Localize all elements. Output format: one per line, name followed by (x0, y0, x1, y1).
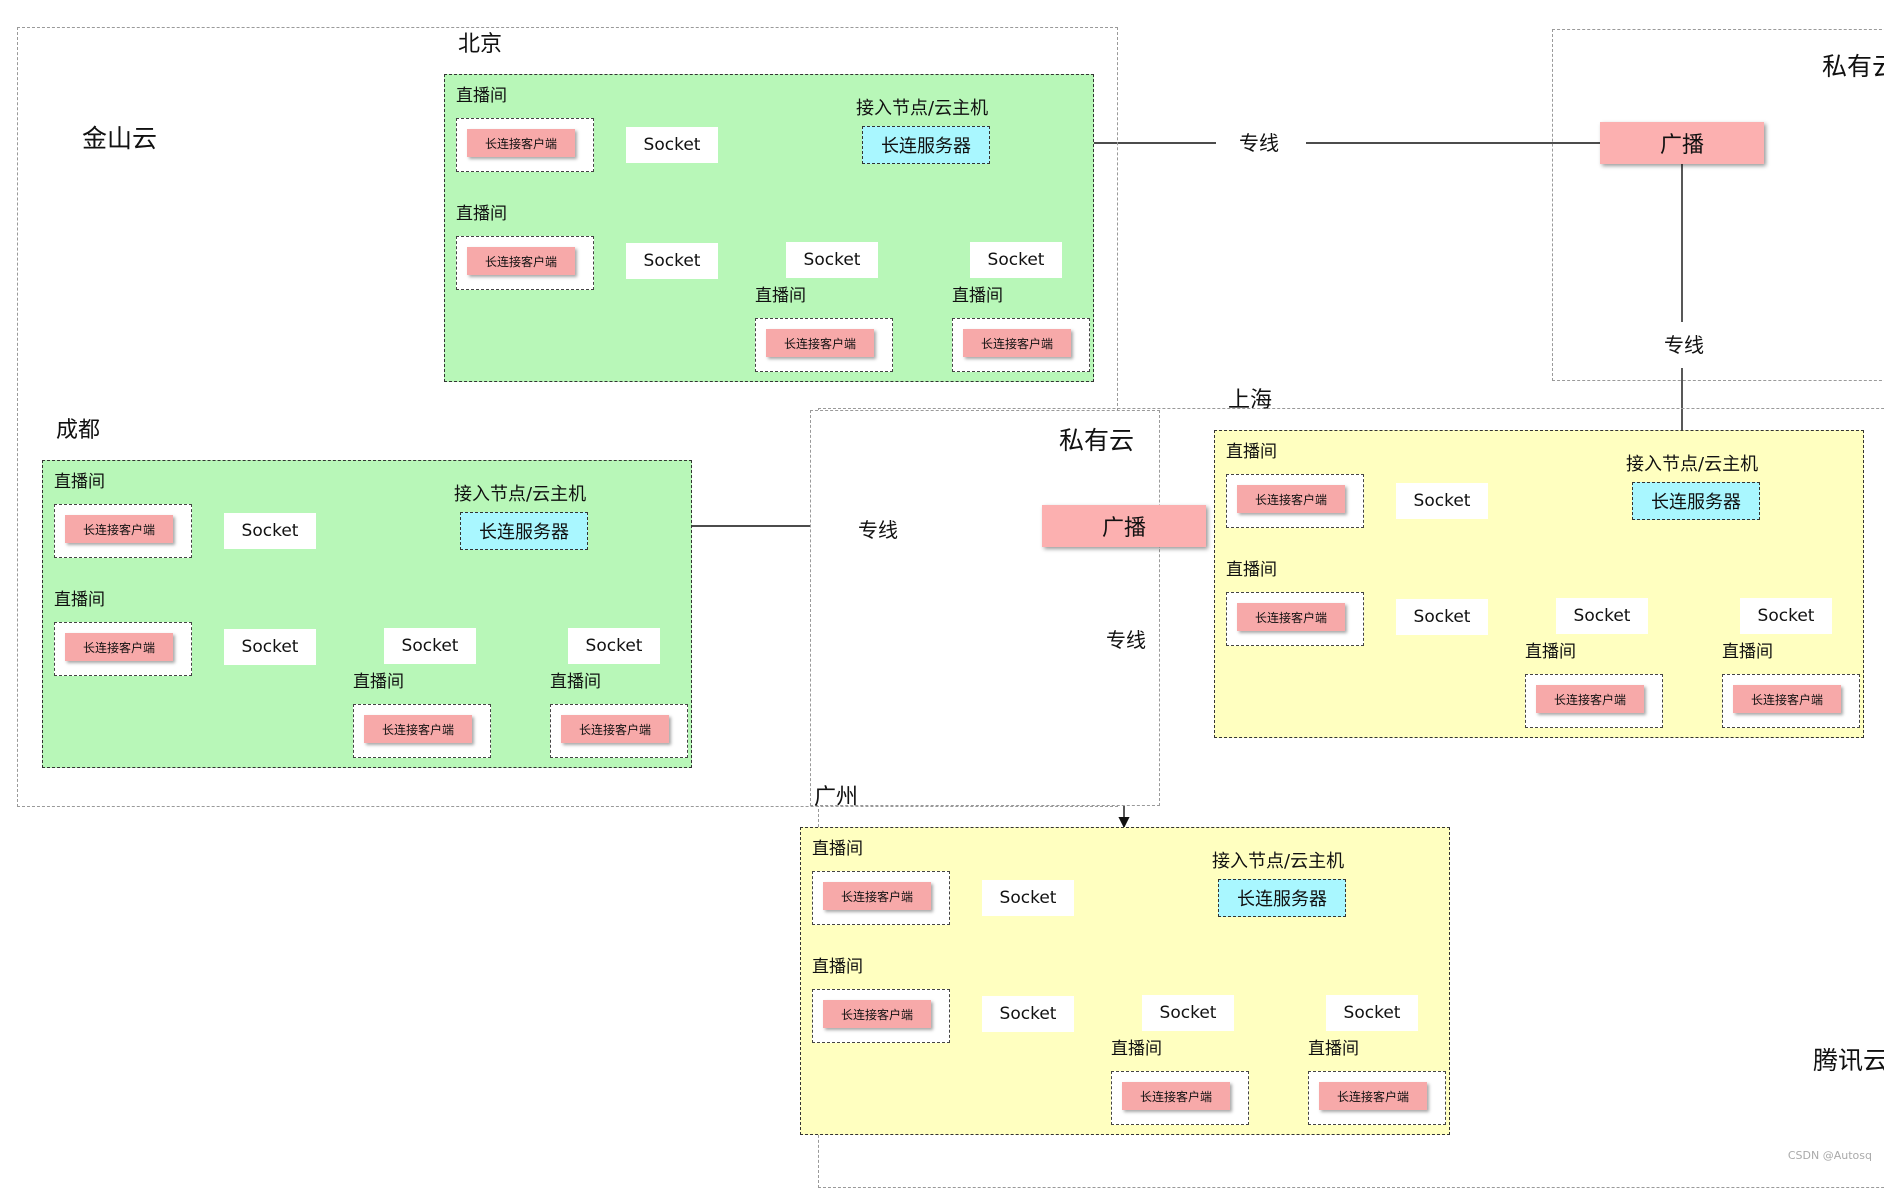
city-title-shanghai: 上海 (1228, 388, 1273, 413)
shanghai-client-4: 长连接客户端 (1733, 685, 1841, 713)
guangzhou-room-label-3: 直播间 (1111, 1039, 1162, 1059)
chengdu-socket-1: Socket (224, 513, 316, 549)
shanghai-long-conn-server: 长连服务器 (1632, 482, 1760, 520)
beijing-room-label-4: 直播间 (952, 286, 1003, 306)
city-title-chengdu: 成都 (56, 418, 101, 443)
zone-title-private-cloud-mid: 私有云 (1059, 426, 1135, 455)
beijing-client-3: 长连接客户端 (766, 329, 874, 357)
beijing-room-label-2: 直播间 (456, 204, 507, 224)
chengdu-room-label-4: 直播间 (550, 672, 601, 692)
shanghai-client-wrap-2: 长连接客户端 (1226, 592, 1364, 646)
beijing-client-wrap-4: 长连接客户端 (952, 318, 1090, 372)
chengdu-room-label-3: 直播间 (353, 672, 404, 692)
shanghai-socket-1: Socket (1396, 483, 1488, 519)
guangzhou-room-label-4: 直播间 (1308, 1039, 1359, 1059)
shanghai-room-label-2: 直播间 (1226, 560, 1277, 580)
beijing-socket-2: Socket (626, 243, 718, 279)
shanghai-client-wrap-3: 长连接客户端 (1525, 674, 1663, 728)
guangzhou-client-wrap-3: 长连接客户端 (1111, 1071, 1249, 1125)
guangzhou-long-conn-server: 长连服务器 (1218, 879, 1346, 917)
guangzhou-socket-3: Socket (1142, 995, 1234, 1031)
guangzhou-client-2: 长连接客户端 (823, 1000, 931, 1028)
chengdu-access-node-title: 接入节点/云主机 (454, 484, 587, 505)
shanghai-client-1: 长连接客户端 (1237, 485, 1345, 513)
guangzhou-socket-2: Socket (982, 996, 1074, 1032)
beijing-client-1: 长连接客户端 (467, 129, 575, 157)
beijing-client-4: 长连接客户端 (963, 329, 1071, 357)
guangzhou-client-wrap-4: 长连接客户端 (1308, 1071, 1446, 1125)
chengdu-client-wrap-3: 长连接客户端 (353, 704, 491, 758)
chengdu-socket-3: Socket (384, 628, 476, 664)
dedicated-line-label-chengdu: 专线 (852, 518, 904, 542)
beijing-client-wrap-3: 长连接客户端 (755, 318, 893, 372)
chengdu-client-wrap-4: 长连接客户端 (550, 704, 688, 758)
city-title-guangzhou: 广州 (814, 785, 859, 810)
zone-title-jinshan-cloud: 金山云 (82, 124, 158, 153)
beijing-access-node-title: 接入节点/云主机 (856, 98, 989, 119)
zone-title-tencent-cloud: 腾讯云 (1813, 1046, 1884, 1075)
chengdu-client-1: 长连接客户端 (65, 515, 173, 543)
beijing-room-label-3: 直播间 (755, 286, 806, 306)
chengdu-client-wrap-1: 长连接客户端 (54, 504, 192, 558)
shanghai-access-node-title: 接入节点/云主机 (1626, 454, 1759, 475)
beijing-client-wrap-2: 长连接客户端 (456, 236, 594, 290)
beijing-room-label-1: 直播间 (456, 86, 507, 106)
guangzhou-socket-1: Socket (982, 880, 1074, 916)
guangzhou-client-4: 长连接客户端 (1319, 1082, 1427, 1110)
beijing-long-conn-server: 长连服务器 (862, 126, 990, 164)
chengdu-client-3: 长连接客户端 (364, 715, 472, 743)
beijing-socket-4: Socket (970, 242, 1062, 278)
shanghai-client-3: 长连接客户端 (1536, 685, 1644, 713)
dedicated-line-label-shanghai: 专线 (1658, 333, 1710, 357)
beijing-socket-1: Socket (626, 127, 718, 163)
shanghai-room-label-3: 直播间 (1525, 642, 1576, 662)
guangzhou-room-label-1: 直播间 (812, 839, 863, 859)
guangzhou-access-node-title: 接入节点/云主机 (1212, 851, 1345, 872)
guangzhou-client-wrap-1: 长连接客户端 (812, 871, 950, 925)
zone-private-cloud-mid (810, 410, 1160, 806)
zone-private-cloud-top (1552, 29, 1884, 381)
chengdu-room-label-1: 直播间 (54, 472, 105, 492)
chengdu-long-conn-server: 长连服务器 (460, 512, 588, 550)
guangzhou-client-wrap-2: 长连接客户端 (812, 989, 950, 1043)
shanghai-socket-4: Socket (1740, 598, 1832, 634)
shanghai-room-label-4: 直播间 (1722, 642, 1773, 662)
shanghai-socket-2: Socket (1396, 599, 1488, 635)
watermark: CSDN @Autosq (1787, 1149, 1872, 1162)
zone-title-private-cloud-top: 私有云 (1822, 52, 1884, 81)
chengdu-client-wrap-2: 长连接客户端 (54, 622, 192, 676)
dedicated-line-label-guangzhou: 专线 (1100, 628, 1152, 652)
beijing-socket-3: Socket (786, 242, 878, 278)
shanghai-client-2: 长连接客户端 (1237, 603, 1345, 631)
city-title-beijing: 北京 (458, 32, 503, 57)
guangzhou-client-1: 长连接客户端 (823, 882, 931, 910)
beijing-client-wrap-1: 长连接客户端 (456, 118, 594, 172)
chengdu-socket-4: Socket (568, 628, 660, 664)
chengdu-socket-2: Socket (224, 629, 316, 665)
chengdu-client-2: 长连接客户端 (65, 633, 173, 661)
shanghai-room-label-1: 直播间 (1226, 442, 1277, 462)
beijing-client-2: 长连接客户端 (467, 247, 575, 275)
shanghai-client-wrap-4: 长连接客户端 (1722, 674, 1860, 728)
shanghai-socket-3: Socket (1556, 598, 1648, 634)
dedicated-line-label-beijing: 专线 (1233, 131, 1285, 155)
chengdu-room-label-2: 直播间 (54, 590, 105, 610)
broadcast-node-top: 广播 (1600, 122, 1764, 164)
guangzhou-client-3: 长连接客户端 (1122, 1082, 1230, 1110)
shanghai-client-wrap-1: 长连接客户端 (1226, 474, 1364, 528)
guangzhou-socket-4: Socket (1326, 995, 1418, 1031)
guangzhou-room-label-2: 直播间 (812, 957, 863, 977)
broadcast-node-mid: 广播 (1042, 505, 1206, 547)
chengdu-client-4: 长连接客户端 (561, 715, 669, 743)
